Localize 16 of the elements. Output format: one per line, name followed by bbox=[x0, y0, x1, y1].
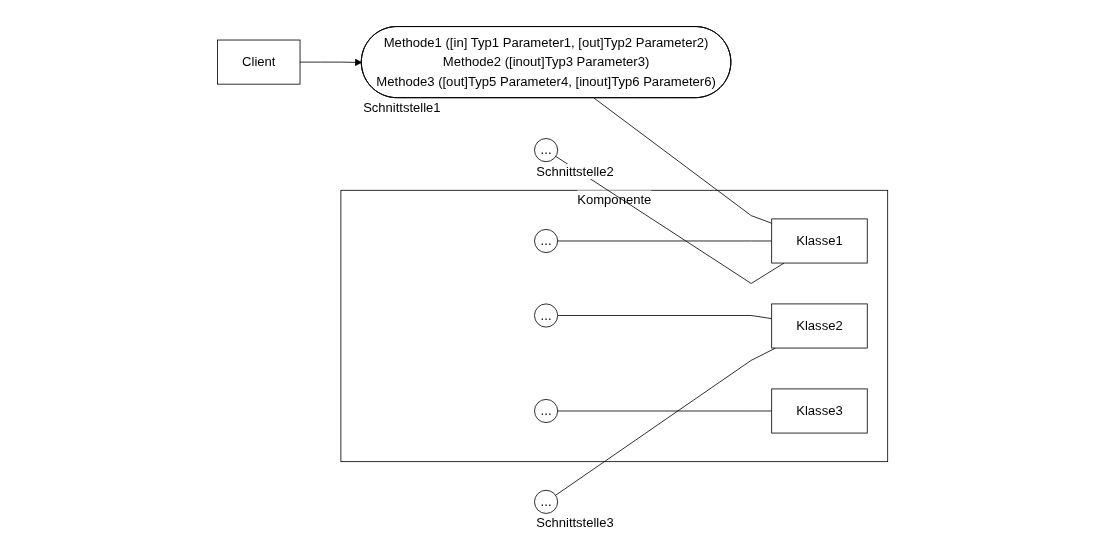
connector bbox=[555, 156, 785, 284]
node-box: Klasse2 bbox=[771, 303, 868, 349]
node-circle: ... bbox=[533, 138, 558, 163]
node-circle: ... bbox=[533, 303, 558, 328]
interface-label: Schnittstelle2 bbox=[534, 163, 616, 179]
connector bbox=[557, 240, 772, 242]
node-box: Klasse3 bbox=[771, 388, 868, 434]
node-circle: ... bbox=[533, 399, 558, 423]
node-circle: ... bbox=[533, 229, 558, 253]
connector bbox=[557, 410, 772, 412]
connector bbox=[593, 97, 772, 224]
node-circle: ... bbox=[533, 489, 558, 514]
connector bbox=[557, 315, 772, 320]
node-box: Klasse1 bbox=[771, 218, 868, 264]
node-box: Client bbox=[217, 39, 301, 85]
connector bbox=[555, 347, 776, 496]
